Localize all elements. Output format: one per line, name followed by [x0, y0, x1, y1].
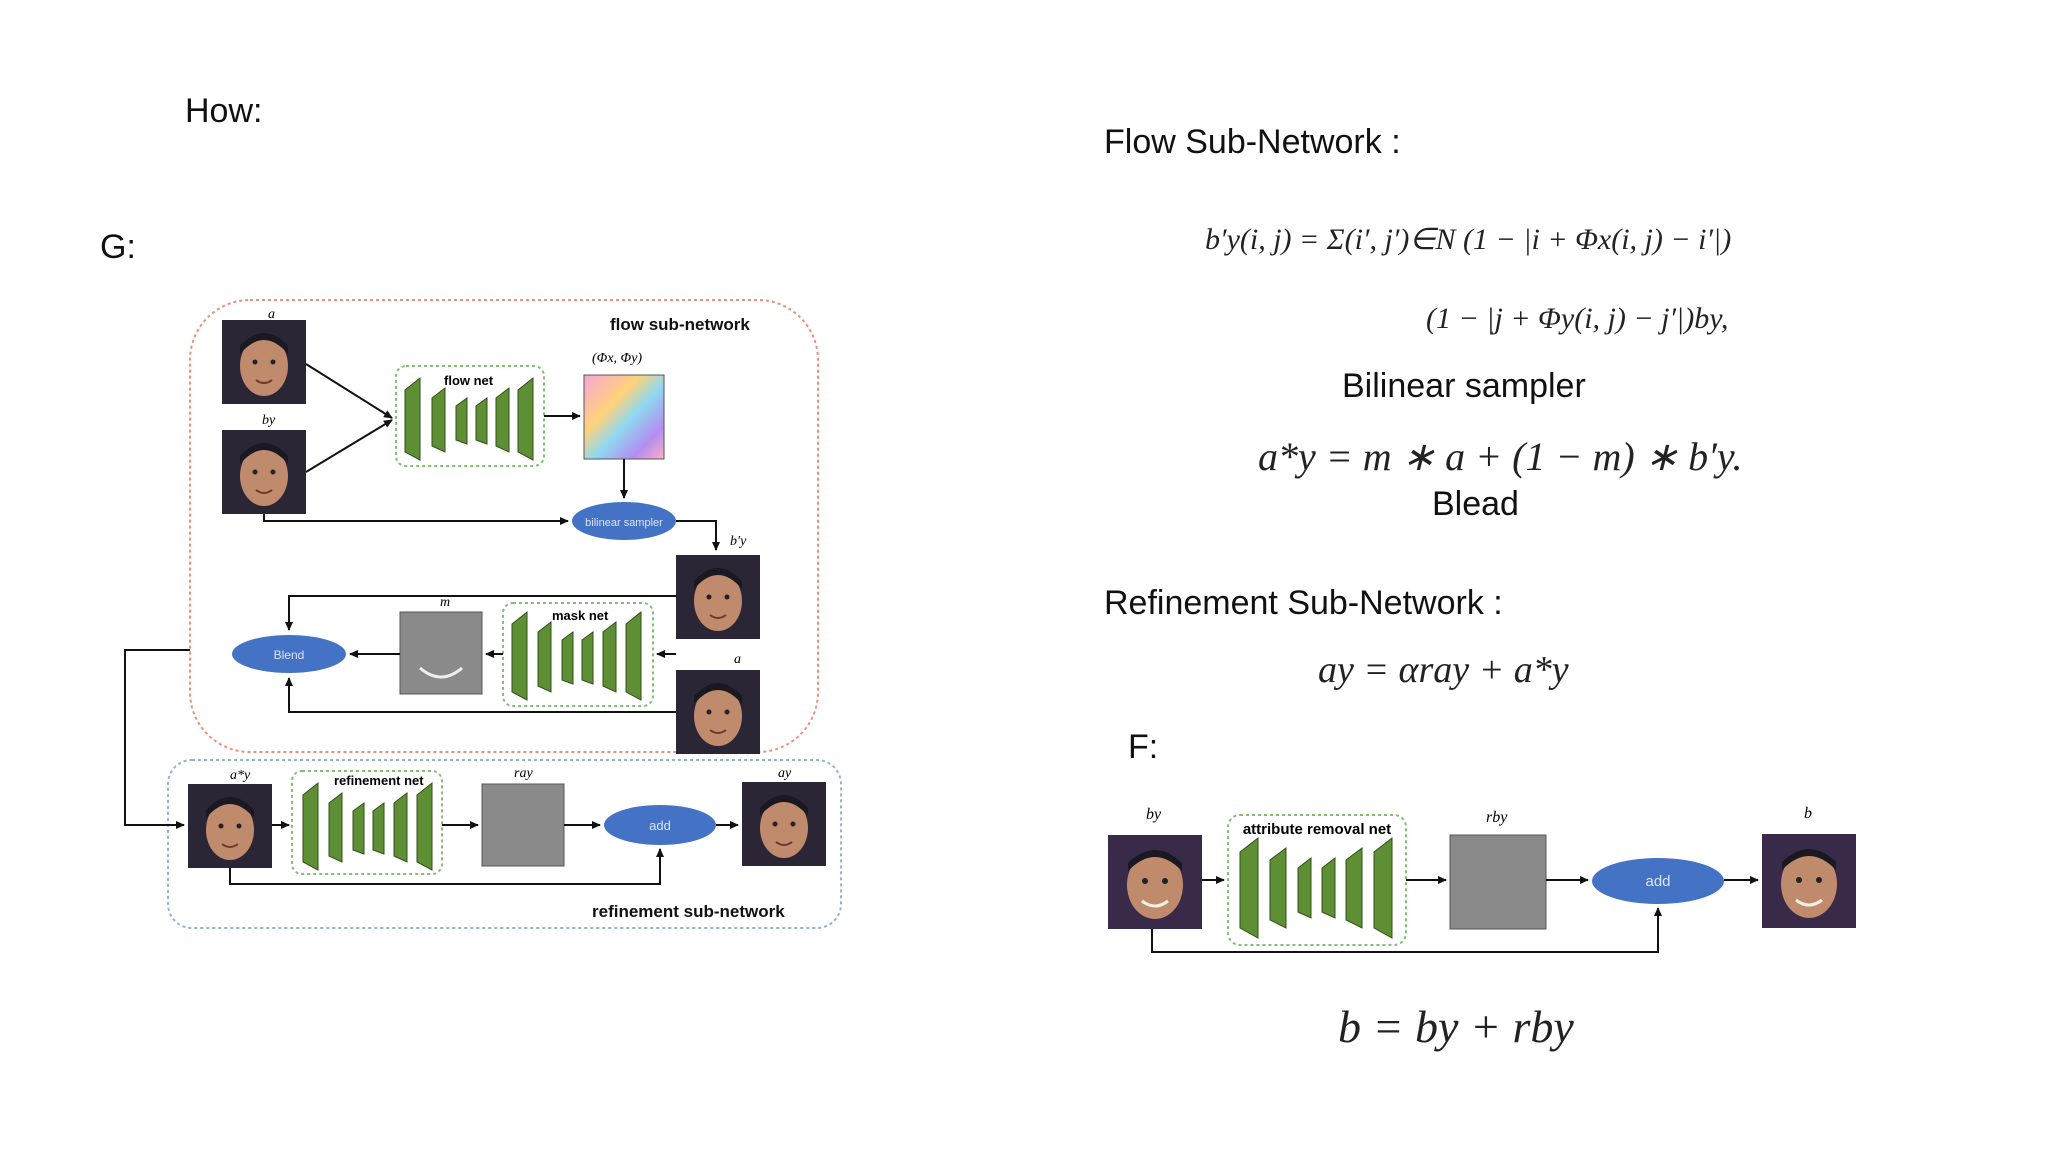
flow-net-box [395, 365, 545, 467]
add-label-f: add [1645, 873, 1670, 890]
flow-subnetwork-heading: Flow Sub-Network : [1104, 123, 1401, 161]
label-a-star: a*y [230, 768, 251, 783]
f-residual-image [1449, 834, 1547, 930]
g-label: G: [100, 228, 136, 266]
bilinear-sampler-caption: Bilinear sampler [1342, 367, 1586, 405]
mask-net-label: mask net [552, 608, 609, 623]
refinement-subnetwork-label: refinement sub-network [592, 902, 785, 921]
label-a-second: a [734, 652, 741, 667]
label-phi: (Φx, Φy) [592, 351, 642, 366]
add-node-f [1592, 858, 1724, 904]
refinement-net-box [291, 770, 443, 875]
mask-net-box [502, 602, 654, 707]
blend-node [232, 635, 346, 673]
f-label-by: by [1146, 806, 1162, 823]
label-r: ray [514, 766, 533, 781]
f-input-face [1106, 833, 1204, 931]
how-label: How: [185, 92, 263, 130]
f-output-face [1760, 832, 1858, 930]
f-output-equation: b = by + rby [1338, 1001, 1574, 1052]
flow-subnetwork-label: flow sub-network [610, 315, 750, 334]
blend-caption: Blead [1432, 485, 1519, 523]
label-b-prime: b′y [730, 534, 747, 549]
refinement-net-label: refinement net [334, 773, 424, 788]
attribute-removal-net-label: attribute removal net [1243, 821, 1391, 838]
add-label-g: add [649, 818, 671, 833]
refinement-subnetwork-box [167, 759, 842, 929]
flow-net-label: flow net [444, 373, 494, 388]
flow-equation-line1: b′y(i, j) = Σ(i′, j′)∈N (1 − |i + Φx(i, … [1205, 223, 1732, 256]
add-node-g [604, 805, 716, 845]
f-label-r: rby [1486, 809, 1508, 826]
blend-label: Blend [274, 648, 305, 662]
f-label: F: [1128, 728, 1159, 766]
label-m: m [440, 595, 450, 610]
attribute-removal-net-box [1227, 814, 1407, 946]
refinement-subnetwork-heading: Refinement Sub-Network : [1104, 584, 1503, 622]
bilinear-sampler-label: bilinear sampler [585, 517, 663, 529]
f-label-b: b [1804, 805, 1812, 822]
blend-equation: a*y = m ∗ a + (1 − m) ∗ b′y. [1258, 434, 1743, 479]
refinement-equation: ay = αray + a*y [1318, 649, 1569, 691]
flow-equation-line2: (1 − |j + Φy(i, j) − j′|)by, [1426, 302, 1729, 335]
label-a-top: a [268, 307, 275, 322]
bilinear-sampler-node [572, 502, 676, 540]
flow-field-image [583, 374, 665, 460]
label-by: by [262, 413, 276, 428]
flow-subnetwork-box [189, 299, 819, 753]
label-ay: ay [778, 766, 792, 781]
residual-image [481, 783, 565, 867]
